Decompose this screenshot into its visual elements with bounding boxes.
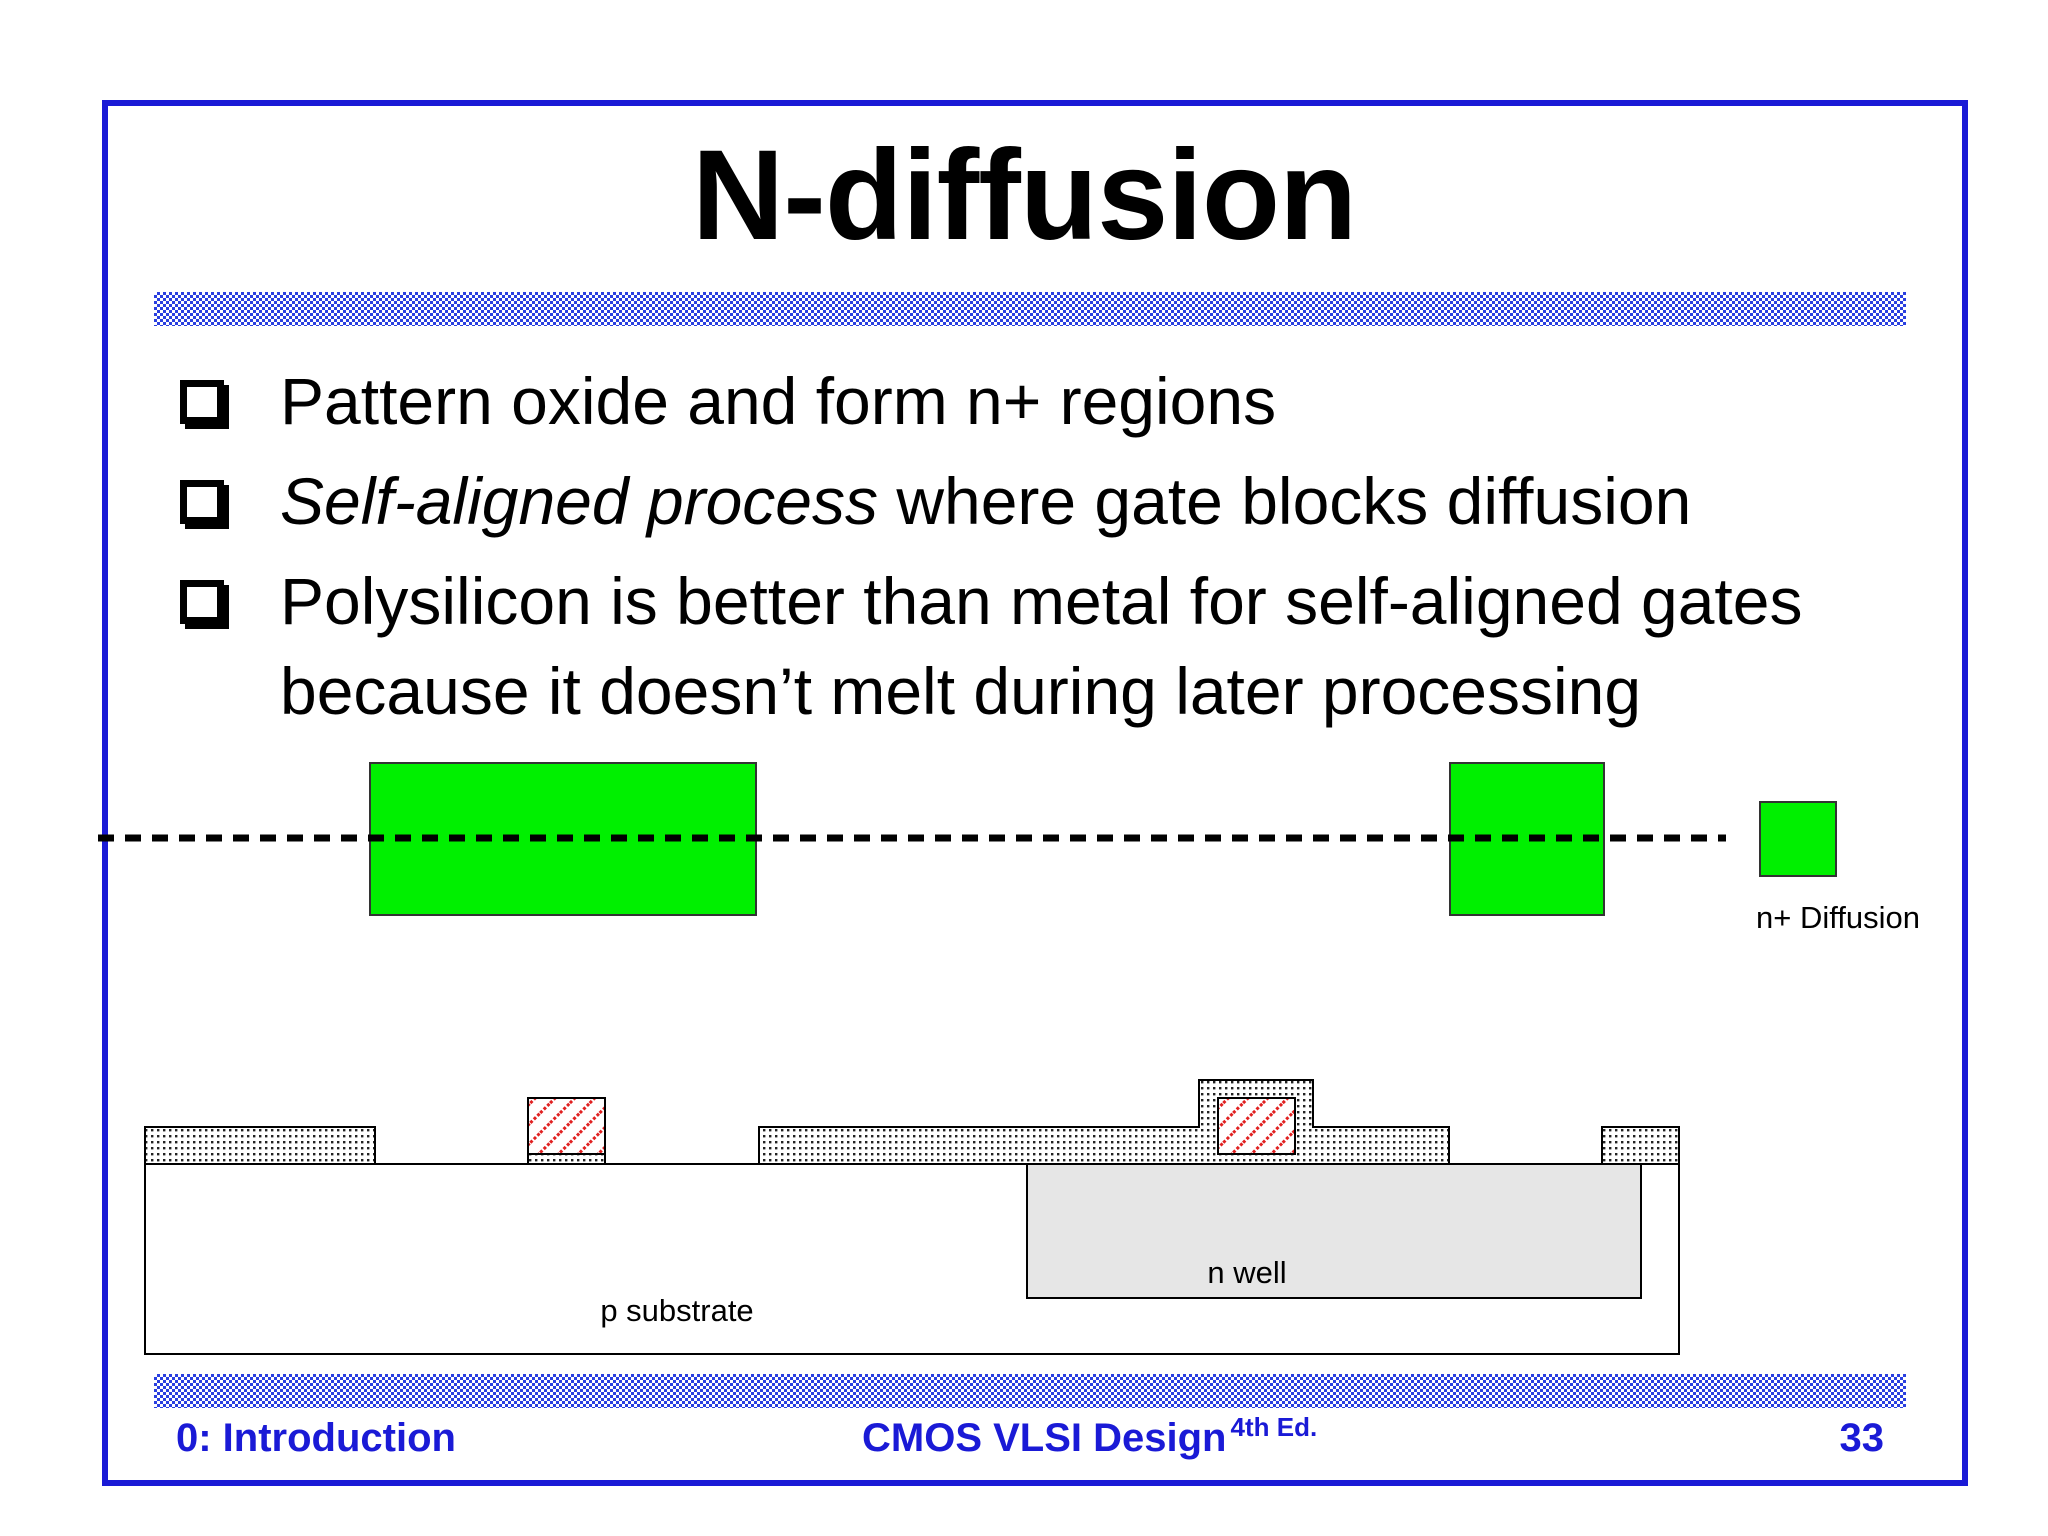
bullet-item: Pattern oxide and form n+ regions bbox=[180, 356, 1940, 446]
checkbox-bullet-icon bbox=[180, 580, 224, 624]
footer-book: CMOS VLSI Design bbox=[862, 1416, 1227, 1460]
polysilicon-gate bbox=[527, 1097, 606, 1155]
bullet-item: Polysilicon is better than metal for sel… bbox=[180, 556, 1940, 736]
footer-page-number: 33 bbox=[1839, 1416, 1885, 1460]
bullet-text: Pattern oxide and form n+ regions bbox=[280, 364, 1277, 438]
checkbox-bullet-icon bbox=[180, 480, 224, 524]
footer-divider-band bbox=[154, 1374, 1906, 1408]
slide-title: N-diffusion bbox=[691, 124, 1357, 267]
bullet-list: Pattern oxide and form n+ regions Self-a… bbox=[180, 356, 1940, 746]
field-oxide bbox=[758, 1079, 1450, 1165]
p-substrate-label: p substrate bbox=[600, 1293, 753, 1328]
footer-edition: 4th Ed. bbox=[1230, 1412, 1318, 1442]
legend-label: n+ Diffusion bbox=[1756, 900, 1920, 935]
n-well-label: n well bbox=[1207, 1255, 1286, 1290]
bullet-text: where gate blocks diffusion bbox=[878, 464, 1692, 538]
bullet-item: Self-aligned process where gate blocks d… bbox=[180, 456, 1940, 546]
polysilicon-gate bbox=[1217, 1097, 1296, 1155]
bullet-text: Polysilicon is better than metal for sel… bbox=[280, 564, 1803, 728]
gate-oxide bbox=[527, 1153, 606, 1165]
slide-frame bbox=[102, 100, 1968, 1486]
checkbox-bullet-icon bbox=[180, 380, 224, 424]
n-diffusion-region bbox=[1449, 762, 1605, 916]
header-divider-band bbox=[154, 292, 1906, 326]
legend-swatch bbox=[1759, 801, 1837, 877]
field-oxide bbox=[1601, 1126, 1680, 1165]
n-well bbox=[1026, 1163, 1642, 1299]
field-oxide bbox=[144, 1126, 376, 1165]
footer-chapter: 0: Introduction bbox=[176, 1416, 456, 1460]
bullet-emphasis: Self-aligned process bbox=[280, 464, 878, 538]
